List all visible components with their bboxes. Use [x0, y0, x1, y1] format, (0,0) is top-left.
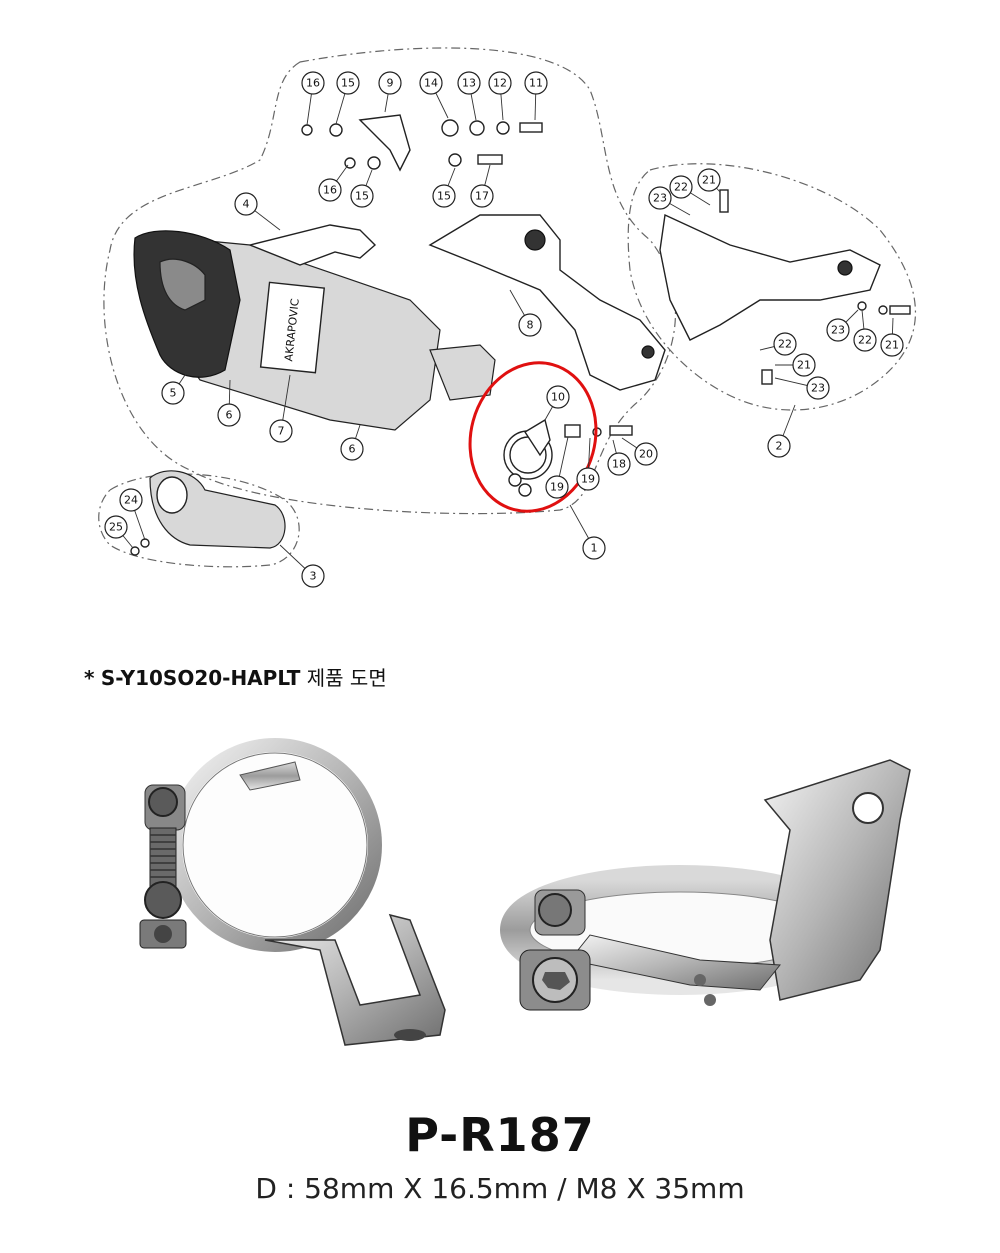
bracket-hole-2: [641, 345, 655, 359]
callout-number: 5: [170, 387, 177, 400]
callout-number: 11: [529, 77, 543, 90]
callout-number: 7: [278, 425, 285, 438]
callout-circle: [301, 71, 325, 95]
callout-circle: [301, 564, 325, 588]
callout-circle: [697, 168, 721, 192]
product-dimensions: D : 58mm X 16.5mm / M8 X 35mm: [255, 1172, 745, 1205]
callout-circle: [792, 353, 816, 377]
callout-number: 1: [591, 542, 598, 555]
callout-number: 6: [349, 443, 356, 456]
callout-number: 23: [811, 382, 825, 395]
callout-number: 16: [306, 77, 320, 90]
callout-circle: [350, 184, 374, 208]
callout-circle: [773, 332, 797, 356]
caption-description: 제품 도면: [306, 666, 387, 690]
callout-number: 25: [109, 521, 123, 534]
callout-number: 21: [885, 339, 899, 352]
heel-guard: [659, 213, 881, 341]
callout-number: 4: [243, 198, 250, 211]
callout-number: 13: [462, 77, 476, 90]
callout-circle: [488, 71, 512, 95]
callout-number: 8: [527, 319, 534, 332]
callout-circle: [634, 442, 658, 466]
callout-circle: [104, 515, 128, 539]
callout-number: 20: [639, 448, 653, 461]
bracket-hole: [524, 229, 546, 251]
product-photos: [139, 738, 911, 1046]
callout-circle: [576, 467, 600, 491]
callout-circle: [518, 313, 542, 337]
clamp-side-photo: [500, 759, 911, 1011]
caption-model-code: S-Y10SO20-HAPLT: [100, 666, 301, 690]
callout-number: 22: [858, 334, 872, 347]
callout-circle: [457, 71, 481, 95]
callout-circle: [607, 452, 631, 476]
callout-circle: [318, 178, 342, 202]
assembly-1-outline: [103, 47, 677, 515]
highlight-clamp-circle: [468, 361, 598, 513]
callout-number: 21: [702, 174, 716, 187]
callout-circle: [217, 403, 241, 427]
callout-number: 23: [831, 324, 845, 337]
callout-circle: [767, 434, 791, 458]
mounting-bracket: [428, 214, 666, 391]
diagram-caption: * S-Y10SO20-HAPLT 제품 도면: [84, 662, 387, 691]
callout-number: 16: [323, 184, 337, 197]
small-hardware: [130, 114, 911, 556]
callout-circle: [340, 437, 364, 461]
end-cap-opening: [156, 476, 188, 514]
heel-guard-hole: [837, 260, 853, 276]
callout-circle: [545, 475, 569, 499]
callout-circle: [648, 186, 672, 210]
callout-circle: [669, 175, 693, 199]
callout-circle: [234, 192, 258, 216]
product-code: P-R187: [405, 1108, 595, 1162]
callout-circle: [524, 71, 548, 95]
callout-number: 9: [387, 77, 394, 90]
callout-number: 12: [493, 77, 507, 90]
callout-number: 19: [581, 473, 595, 486]
callout-number: 19: [550, 481, 564, 494]
callout-number: 23: [653, 192, 667, 205]
callout-circle: [470, 184, 494, 208]
callout-number: 14: [424, 77, 438, 90]
callout-number: 17: [475, 190, 489, 203]
clamp-front-photo: [139, 738, 446, 1046]
callout-circle: [432, 184, 456, 208]
callout-circle: [336, 71, 360, 95]
assembly-2-outline: [627, 163, 917, 411]
callout-number: 22: [674, 181, 688, 194]
callout-circle: [806, 376, 830, 400]
callout-number: 10: [551, 391, 565, 404]
clamp-part-10: [503, 418, 553, 497]
callout-circle: [269, 419, 293, 443]
callout-circle: [826, 318, 850, 342]
callout-number: 6: [226, 409, 233, 422]
callout-circle: [119, 488, 143, 512]
callout-number: 15: [437, 190, 451, 203]
callout-number: 3: [310, 570, 317, 583]
callout-number: 18: [612, 458, 626, 471]
callout-number: 21: [797, 359, 811, 372]
callout-circle: [880, 333, 904, 357]
assembly-3-outline: [98, 473, 300, 568]
callout-number: 15: [341, 77, 355, 90]
caption-star: *: [84, 666, 95, 690]
callout-number: 15: [355, 190, 369, 203]
callout-circle: [161, 381, 185, 405]
callout-circle: [853, 328, 877, 352]
callout-circle: [582, 536, 606, 560]
callout-circle: [419, 71, 443, 95]
callout-circle: [546, 385, 570, 409]
callout-number: 24: [124, 494, 138, 507]
callout-number: 22: [778, 338, 792, 351]
callout-circle: [378, 71, 402, 95]
callout-number: 2: [776, 440, 783, 453]
muffler-body: AKRAPOVIC: [133, 224, 496, 431]
